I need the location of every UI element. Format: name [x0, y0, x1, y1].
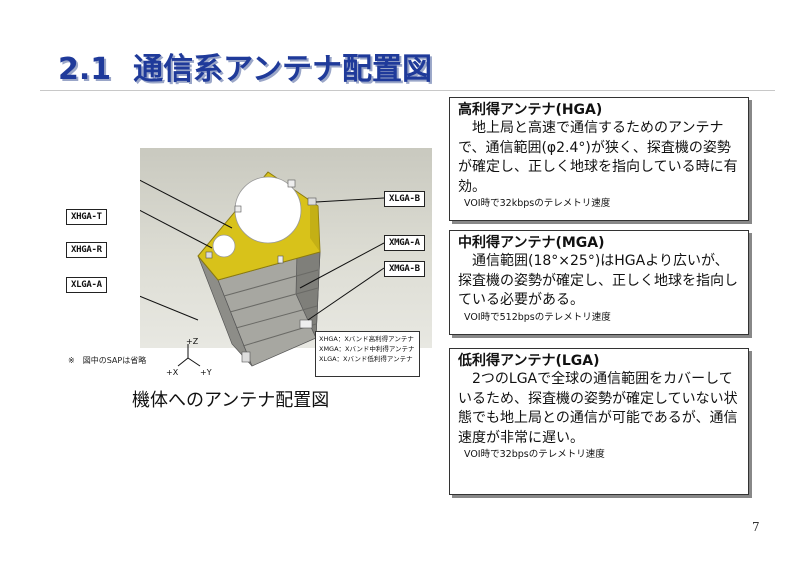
panel-telemetry-rate: VOI時で32kbpsのテレメトリ速度	[464, 198, 611, 209]
title-text: 通信系アンテナ配置図	[133, 52, 432, 87]
page-number: 7	[752, 520, 760, 534]
callout-xmga-b: XMGA-B	[384, 261, 425, 277]
title-number: 2.1	[58, 52, 112, 87]
mga-dish	[212, 234, 236, 258]
axis-y-label: +Y	[200, 368, 212, 377]
panel-heading: 高利得アンテナ(HGA)	[458, 102, 603, 118]
panel-description: 2つのLGAで全球の通信範囲をカバーしているため、探査機の姿勢が確定していない状…	[458, 371, 738, 446]
panel-telemetry-rate: VOI時で512bpsのテレメトリ速度	[464, 311, 611, 323]
legend-item: XMGA：Xバンド中利得アンテナ	[319, 345, 415, 353]
panel-telemetry-rate: VOI時で32bpsのテレメトリ速度	[464, 449, 605, 460]
callout-xlga-b: XLGA-B	[384, 191, 425, 207]
figure-caption: 機体へのアンテナ配置図	[132, 390, 330, 411]
axis-z-label: +Z	[186, 337, 199, 346]
panel-heading: 中利得アンテナ(MGA)	[458, 235, 605, 251]
panel-lga: 低利得アンテナ(LGA) 2つのLGAで全球の通信範囲をカバーしているため、探査…	[449, 348, 749, 495]
antenna-legend: XHGA：Xバンド高利得アンテナ XMGA：Xバンド中利得アンテナ XLGA：X…	[315, 331, 420, 377]
axes-indicator	[177, 344, 201, 367]
callout-xmga-a: XMGA-A	[384, 235, 425, 251]
callout-xhga-t: XHGA-T	[66, 209, 107, 225]
legend-item: XLGA：Xバンド低利得アンテナ	[319, 355, 413, 363]
callout-xlga-a: XLGA-A	[66, 277, 107, 293]
title-divider	[40, 90, 775, 91]
panel-mga: 中利得アンテナ(MGA) 通信範囲(18°×25°)はHGAより広いが、探査機の…	[449, 230, 749, 335]
panel-description: 地上局と高速で通信するためのアンテナで、通信範囲(φ2.4°)が狭く、探査機の姿…	[458, 120, 738, 195]
panel-heading: 低利得アンテナ(LGA)	[458, 353, 600, 369]
sap-note: ※ 図中のSAPは省略	[68, 356, 147, 365]
spacecraft-illustration	[140, 171, 385, 367]
callout-xhga-r: XHGA-R	[66, 242, 107, 258]
slide-title: 2.1 通信系アンテナ配置図	[58, 44, 432, 88]
panel-description: 通信範囲(18°×25°)はHGAより広いが、探査機の姿勢が確定し、正しく地球を…	[458, 253, 738, 308]
legend-item: XHGA：Xバンド高利得アンテナ	[319, 335, 414, 343]
panel-hga: 高利得アンテナ(HGA) 地上局と高速で通信するためのアンテナで、通信範囲(φ2…	[449, 97, 749, 221]
axis-x-label: +X	[166, 368, 179, 377]
